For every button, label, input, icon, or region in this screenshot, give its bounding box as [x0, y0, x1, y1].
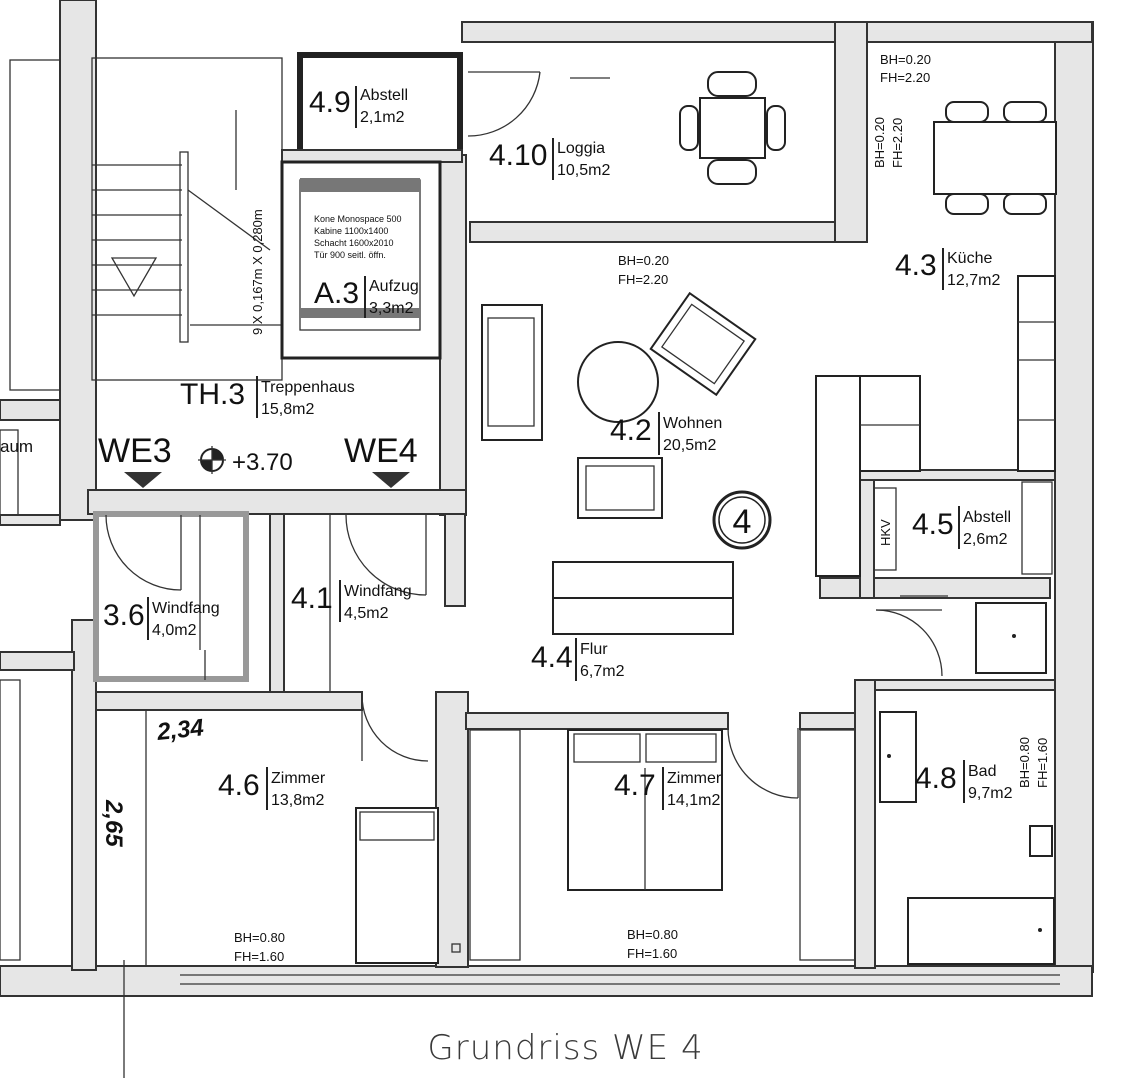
window-height-zimmer-4-6: BH=0.80 FH=1.60 [234, 930, 285, 964]
room-label-4-6: 4.6 Zimmer 13,8m2 [218, 767, 326, 810]
room-area: 9,7m2 [968, 785, 1013, 802]
room-number: 4.3 [895, 249, 937, 282]
doors [105, 71, 948, 799]
window-height-living: BH=0.20 FH=2.20 [618, 253, 669, 287]
room-name: Abstell [360, 87, 408, 104]
room-label-a-3: A.3 Aufzug 3,3m2 [314, 276, 419, 318]
room-name: Bad [968, 763, 996, 780]
room-area: 2,6m2 [963, 531, 1008, 548]
room-label-4-8: 4.8 Bad 9,7m2 [915, 760, 1013, 803]
room-area: 10,5m2 [557, 162, 610, 179]
room-label-4-9: 4.9 Abstell 2,1m2 [309, 86, 408, 128]
svg-text:WE4: WE4 [344, 432, 418, 470]
svg-text:FH=1.60: FH=1.60 [627, 946, 677, 961]
entrance-arrow-icon [372, 472, 410, 488]
unit-marker-we4: WE4 [344, 432, 418, 488]
level-marker: +3.70 [198, 446, 293, 476]
svg-text:Kone Monospace 500: Kone Monospace 500 [314, 214, 402, 224]
room-number: 4.8 [915, 762, 957, 795]
svg-text:BH=0.80: BH=0.80 [234, 930, 285, 945]
room-number: 4.6 [218, 769, 260, 802]
room-number: TH.3 [180, 378, 245, 411]
window-height-zimmer-4-7: BH=0.80 FH=1.60 [627, 927, 678, 961]
stair-dimension: 9 X 0,167m X 0,280m [250, 209, 265, 335]
room-name: Treppenhaus [261, 379, 355, 396]
window-height-kitchen-side: BH=0.20 FH=2.20 [872, 117, 905, 168]
svg-text:WE3: WE3 [98, 432, 172, 470]
room-label-4-1: 4.1 Windfang 4,5m2 [291, 580, 412, 622]
room-number: 4.2 [610, 414, 652, 447]
svg-text:+3.70: +3.70 [232, 449, 293, 476]
entrance-arrow-icon [124, 472, 162, 488]
elevator-spec: Kone Monospace 500 Kabine 1100x1400 Scha… [314, 214, 402, 260]
room-label-4-10: 4.10 Loggia 10,5m2 [489, 138, 610, 180]
room-label-4-3: 4.3 Küche 12,7m2 [895, 248, 1000, 290]
partial-room-label: aum [0, 437, 33, 456]
room-area: 6,7m2 [580, 663, 625, 680]
room-label-4-4: 4.4 Flur 6,7m2 [531, 638, 625, 681]
room-area: 20,5m2 [663, 437, 716, 454]
room-name: Loggia [557, 140, 605, 157]
room-name: Abstell [963, 509, 1011, 526]
room-label-th-3: TH.3 Treppenhaus 15,8m2 [180, 376, 355, 418]
handwritten-measure: 2,65 [100, 799, 127, 847]
unit-number-badge: 4 [712, 490, 772, 550]
room-name: Wohnen [663, 415, 722, 432]
room-area: 14,1m2 [667, 792, 720, 809]
room-area: 15,8m2 [261, 401, 314, 418]
room-area: 4,5m2 [344, 605, 389, 622]
stairs [91, 57, 283, 381]
svg-text:FH=2.20: FH=2.20 [880, 70, 930, 85]
svg-text:FH=1.60: FH=1.60 [1035, 738, 1050, 788]
walls [0, 0, 1094, 997]
room-area: 13,8m2 [271, 792, 324, 809]
svg-text:BH=0.20: BH=0.20 [872, 117, 887, 168]
svg-text:BH=0.20: BH=0.20 [618, 253, 669, 268]
svg-text:Schacht 1600x2010: Schacht 1600x2010 [314, 238, 394, 248]
room-name: Windfang [344, 583, 412, 600]
svg-text:4: 4 [733, 503, 752, 541]
svg-text:Kabine 1100x1400: Kabine 1100x1400 [314, 226, 388, 236]
unit-marker-we3: WE3 [98, 432, 172, 488]
svg-text:BH=0.80: BH=0.80 [627, 927, 678, 942]
room-name: Aufzug [369, 278, 419, 295]
room-number: 4.9 [309, 86, 351, 119]
room-area: 12,7m2 [947, 272, 1000, 289]
room-name: Zimmer [667, 770, 722, 787]
room-label-4-2: 4.2 Wohnen 20,5m2 [610, 412, 722, 455]
window-height-bad: BH=0.80 FH=1.60 [1017, 737, 1050, 788]
room-number: 3.6 [103, 599, 145, 632]
room-name: Windfang [152, 600, 220, 617]
hkv-label: HKV [878, 519, 893, 546]
room-number: 4.10 [489, 139, 547, 172]
room-number: 4.5 [912, 508, 954, 541]
room-number: 4.1 [291, 582, 333, 615]
room-area: 3,3m2 [369, 300, 414, 317]
room-number: A.3 [314, 277, 359, 310]
room-name: Zimmer [271, 770, 326, 787]
plan-caption: Grundriss WE 4 [427, 1028, 704, 1068]
svg-text:FH=2.20: FH=2.20 [618, 272, 668, 287]
room-area: 2,1m2 [360, 109, 405, 126]
room-label-3-6: 3.6 Windfang 4,0m2 [103, 597, 220, 640]
svg-text:BH=0.20: BH=0.20 [880, 52, 931, 67]
room-name: Flur [580, 641, 608, 658]
svg-text:FH=2.20: FH=2.20 [890, 118, 905, 168]
elevator-shaft [280, 160, 442, 360]
room-number: 4.4 [531, 641, 573, 674]
window-height-kitchen-top: BH=0.20 FH=2.20 [880, 52, 931, 85]
svg-text:FH=1.60: FH=1.60 [234, 949, 284, 964]
handwritten-measure: 2,34 [155, 714, 205, 746]
room-area: 4,0m2 [152, 622, 197, 639]
room-label-4-7: 4.7 Zimmer 14,1m2 [614, 767, 722, 810]
svg-text:Tür 900 seitl. öffn.: Tür 900 seitl. öffn. [314, 250, 386, 260]
room-label-4-5: 4.5 Abstell 2,6m2 [912, 506, 1011, 549]
room-number: 4.7 [614, 769, 656, 802]
furniture [0, 59, 1060, 1078]
svg-text:BH=0.80: BH=0.80 [1017, 737, 1032, 788]
room-name: Küche [947, 250, 992, 267]
